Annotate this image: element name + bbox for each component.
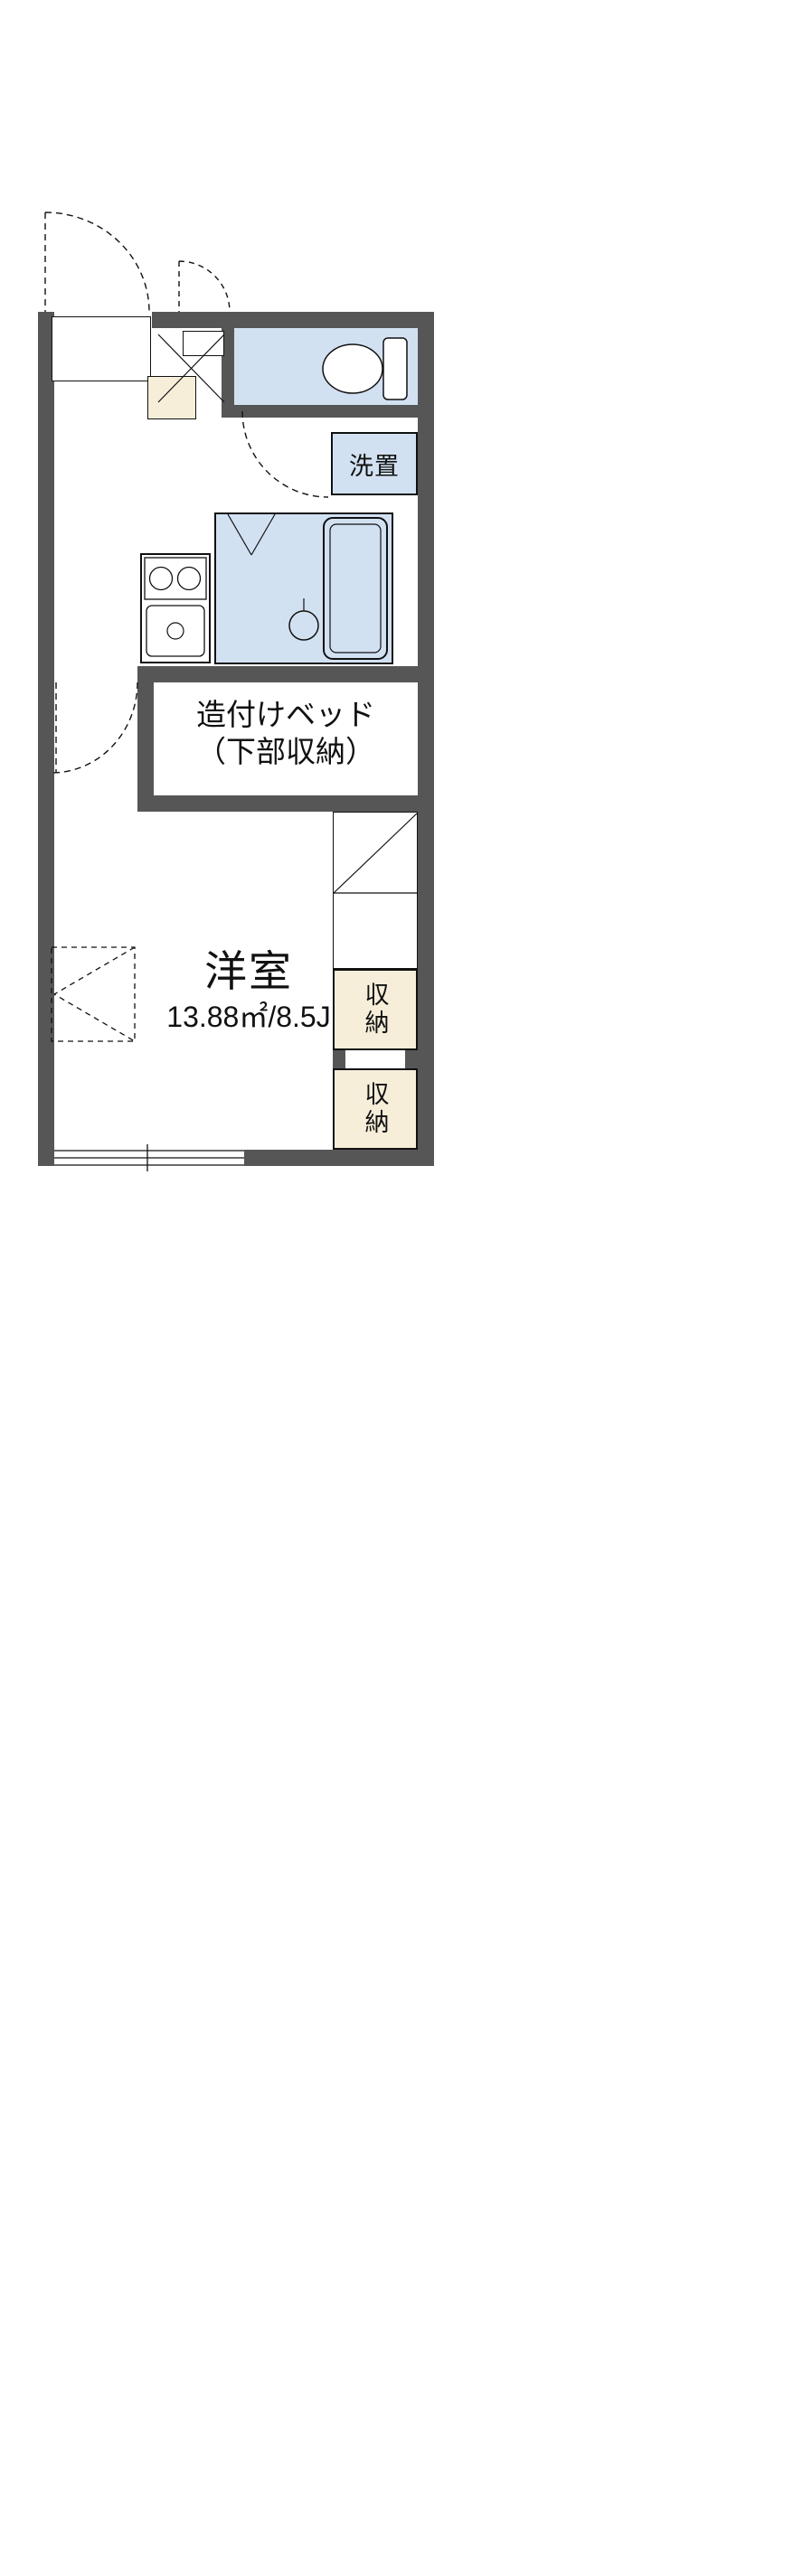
shoe-box <box>183 331 224 356</box>
room-name: 洋室 <box>204 947 293 995</box>
wall-pier-storage-left <box>333 1050 345 1068</box>
bathroom-door-arc <box>241 410 329 498</box>
wall-top-main <box>152 312 434 328</box>
storage-upper-label: 収納 <box>361 982 389 1038</box>
room-door-arc <box>51 682 138 774</box>
wall-toilet-divider <box>222 328 234 418</box>
washer-space-label: 洗置 <box>349 452 400 480</box>
built-in-bed-line1: 造付けベッド <box>196 698 375 731</box>
entrance-door-arc <box>44 212 150 313</box>
room-size: 13.88㎡/8.5J <box>166 1000 331 1033</box>
furniture-dashed-box <box>51 946 136 1042</box>
storage-upper: 収納 <box>333 969 418 1050</box>
storage-lower-label: 収納 <box>361 1081 389 1137</box>
built-in-bed-label: 造付けベッド （下部収納） <box>154 696 418 771</box>
window-gap <box>54 1150 244 1166</box>
wall-bed-left <box>137 666 154 812</box>
built-in-bed-line2: （下部収納） <box>196 735 375 769</box>
genkan-floor <box>52 316 151 381</box>
wall-left <box>38 312 54 1166</box>
kitchen-unit <box>140 553 211 663</box>
washer-space: 洗置 <box>331 432 418 495</box>
room-label: 洋室 13.88㎡/8.5J <box>136 945 362 1035</box>
small-door-arc <box>178 260 231 313</box>
genkan-step <box>147 376 196 419</box>
wall-toilet-bottom <box>222 405 434 418</box>
toilet-room-floor <box>234 328 418 405</box>
wall-right <box>418 328 434 1150</box>
storage-lower: 収納 <box>333 1068 418 1150</box>
wall-bed-bottom <box>137 795 434 812</box>
furniture-dashed-arrow <box>52 946 136 1042</box>
bathroom-unit <box>214 512 393 664</box>
wall-mid-horizontal <box>137 666 434 682</box>
wall-pier-storage-right <box>405 1050 418 1068</box>
